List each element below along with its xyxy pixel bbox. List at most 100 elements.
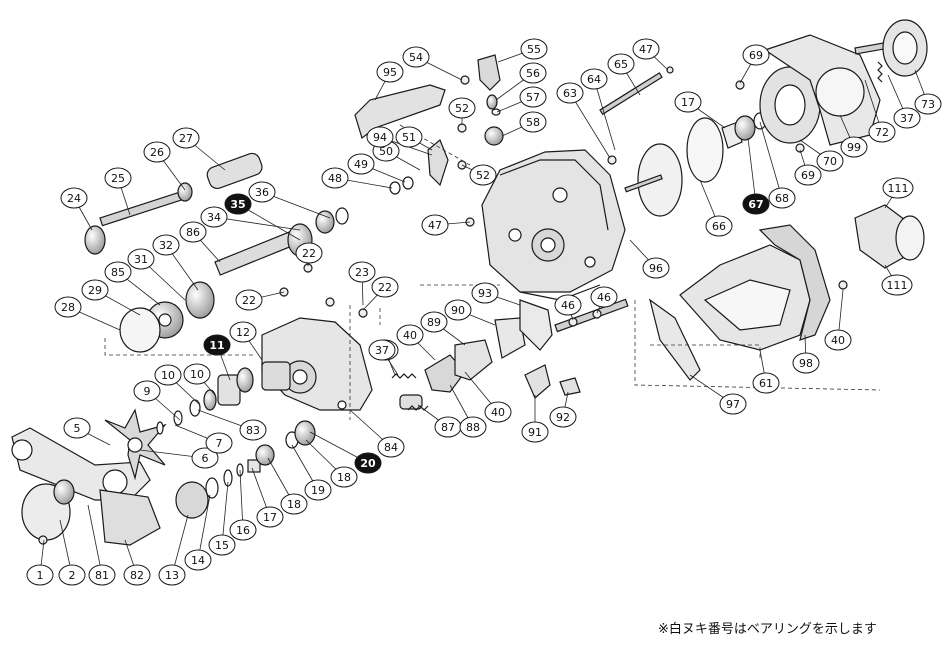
- callout-balloon: [840, 136, 868, 158]
- callout-number: 111: [888, 182, 909, 195]
- callout-69: 69: [742, 44, 770, 66]
- callout-number: 37: [900, 112, 914, 125]
- callout-balloon: [420, 311, 448, 333]
- callout-balloon: [224, 193, 252, 215]
- leader-line: [569, 92, 611, 159]
- callout-number: 50: [379, 145, 393, 158]
- callout-number: 46: [597, 291, 611, 304]
- callout-balloon: [556, 82, 584, 104]
- callout-25: 25: [104, 167, 132, 189]
- callout-balloon: [123, 564, 151, 586]
- callout-number: 22: [242, 294, 256, 307]
- callout-number: 35: [230, 198, 245, 211]
- callout-29: 29: [81, 279, 109, 301]
- cast-control-knob: [175, 420, 316, 519]
- callout-number: 88: [466, 421, 480, 434]
- callout-balloon: [742, 193, 770, 215]
- callout-18: 18: [330, 466, 358, 488]
- star-drag-part: [104, 408, 167, 481]
- callout-number: 73: [921, 98, 935, 111]
- callout-number: 81: [95, 569, 109, 582]
- callout-balloon: [295, 242, 323, 264]
- callout-24: 24: [60, 187, 88, 209]
- callout-balloon: [371, 276, 399, 298]
- callout-2: 2: [58, 564, 86, 586]
- callout-46: 46: [590, 286, 618, 308]
- callout-balloon: [63, 417, 91, 439]
- callout-number: 16: [236, 524, 250, 537]
- callout-balloon: [519, 86, 547, 108]
- callout-balloon: [203, 334, 231, 356]
- callout-balloon: [816, 150, 844, 172]
- callout-balloon: [471, 282, 499, 304]
- callout-number: 40: [831, 334, 845, 347]
- callout-40: 40: [396, 324, 424, 346]
- callout-1: 1: [26, 564, 54, 586]
- callout-balloon: [868, 121, 896, 143]
- callout-balloon: [58, 564, 86, 586]
- callout-37: 37: [368, 339, 396, 361]
- callout-balloon: [88, 564, 116, 586]
- callout-balloon: [127, 248, 155, 270]
- callout-balloon: [752, 372, 780, 394]
- callout-55: 55: [520, 38, 548, 60]
- callout-balloon: [521, 421, 549, 443]
- callout-91: 91: [521, 421, 549, 443]
- callout-73: 73: [914, 93, 942, 115]
- callout-number: 46: [561, 299, 575, 312]
- callout-balloon: [368, 339, 396, 361]
- callout-balloon: [179, 221, 207, 243]
- callout-number: 25: [111, 172, 125, 185]
- callout-number: 96: [649, 262, 663, 275]
- callout-52: 52: [469, 164, 497, 186]
- callout-number: 32: [159, 239, 173, 252]
- callout-52: 52: [448, 97, 476, 119]
- callout-63: 63: [556, 82, 584, 104]
- callout-number: 98: [799, 357, 813, 370]
- callout-balloon: [347, 153, 375, 175]
- callout-balloon: [208, 534, 236, 556]
- callout-number: 6: [202, 452, 209, 465]
- callout-balloon: [396, 324, 424, 346]
- level-wind-shaft: [84, 152, 263, 255]
- callout-balloon: [448, 97, 476, 119]
- leader-line: [593, 78, 616, 151]
- callout-balloon: [81, 279, 109, 301]
- callout-number: 24: [67, 192, 81, 205]
- callout-balloon: [792, 352, 820, 374]
- callout-number: 51: [402, 131, 416, 144]
- callout-6: 6: [191, 447, 219, 469]
- callout-23: 23: [348, 261, 376, 283]
- callout-number: 56: [526, 67, 540, 80]
- callout-84: 84: [377, 436, 405, 458]
- callout-28: 28: [54, 296, 82, 318]
- callout-40: 40: [824, 329, 852, 351]
- callout-85: 85: [104, 261, 132, 283]
- callout-number: 82: [130, 569, 144, 582]
- callout-22: 22: [235, 289, 263, 311]
- callout-balloon: [256, 506, 284, 528]
- leader-line: [747, 137, 757, 205]
- callout-number: 93: [478, 287, 492, 300]
- callout-number: 58: [526, 116, 540, 129]
- callout-balloon: [235, 289, 263, 311]
- callout-balloon: [184, 549, 212, 571]
- callout-balloon: [395, 126, 423, 148]
- callout-number: 92: [556, 411, 570, 424]
- leader-line: [213, 216, 301, 231]
- callout-balloon: [183, 363, 211, 385]
- callout-balloon: [60, 187, 88, 209]
- callout-balloon: [484, 401, 512, 423]
- callout-balloon: [705, 215, 733, 237]
- callout-balloon: [402, 46, 430, 68]
- callout-number: 89: [427, 316, 441, 329]
- callout-number: 36: [255, 186, 269, 199]
- callout-111: 111: [882, 177, 914, 199]
- callout-balloon: [104, 167, 132, 189]
- brake-plate: [624, 112, 767, 217]
- callout-57: 57: [519, 86, 547, 108]
- callout-89: 89: [420, 311, 448, 333]
- springs: [391, 61, 883, 411]
- callout-balloon: [54, 296, 82, 318]
